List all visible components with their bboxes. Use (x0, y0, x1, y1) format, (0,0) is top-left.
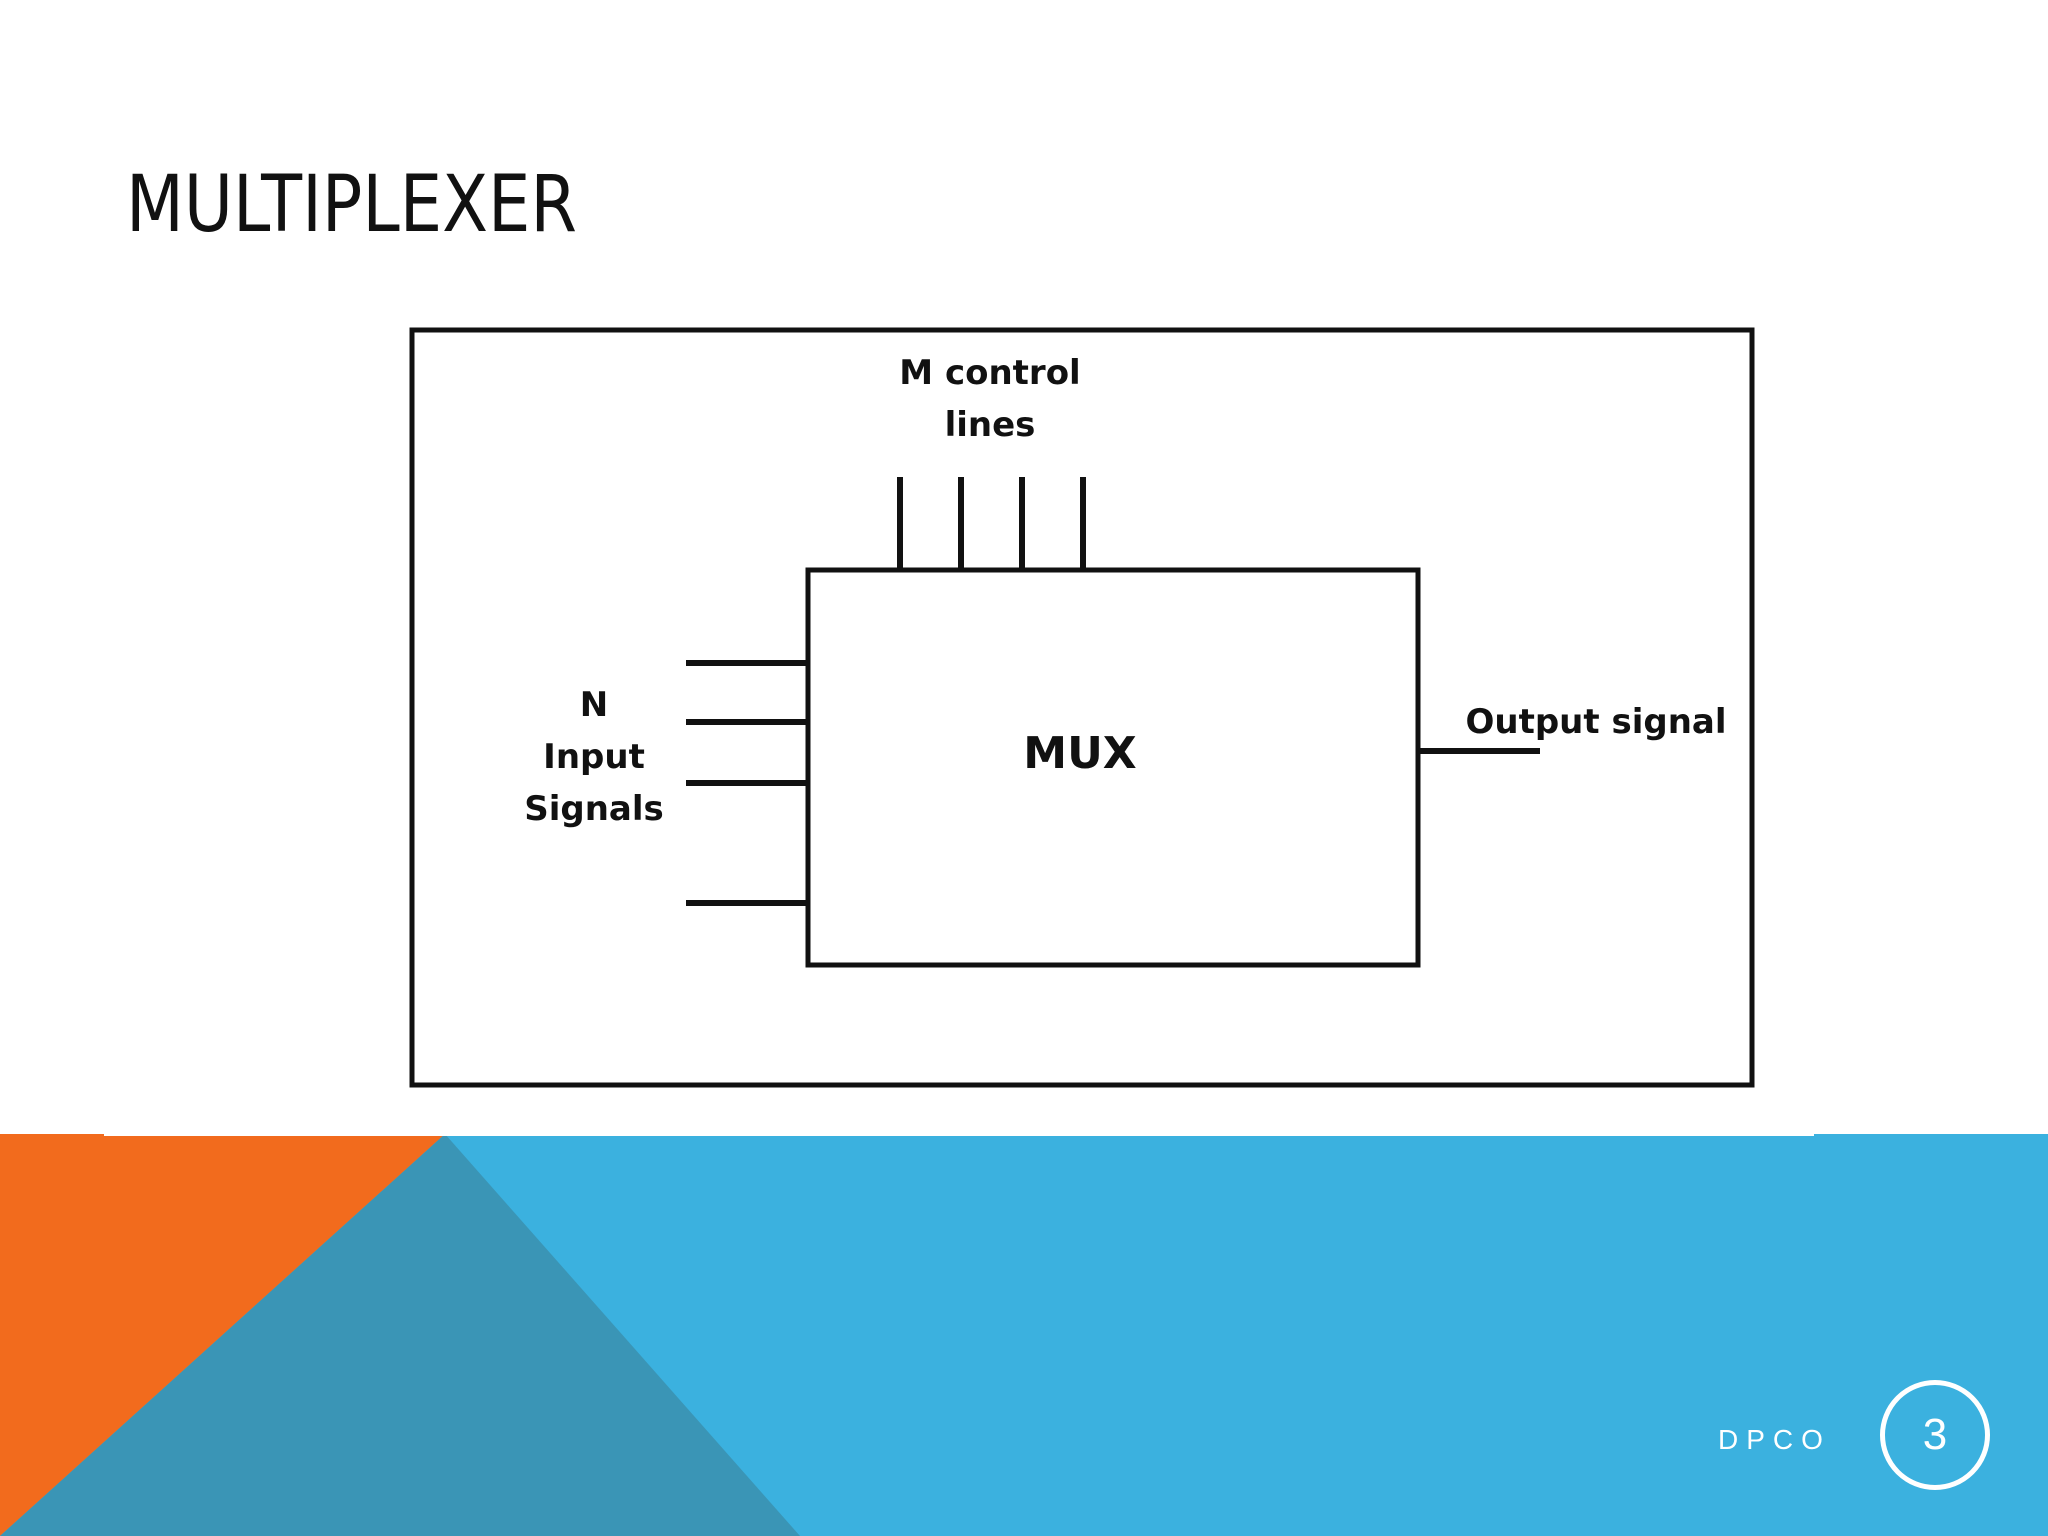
output-label: Output signal (1465, 702, 1726, 742)
input-label-line1: N (580, 685, 608, 725)
footer-label: DPCO (1718, 1424, 1831, 1455)
mux-box (805, 567, 1421, 968)
input-label-line2: Input (543, 737, 645, 777)
diagram-frame (409, 327, 1755, 1088)
input-label-line3: Signals (524, 789, 664, 829)
mux-label: MUX (1023, 728, 1137, 779)
diagram-image-background (104, 318, 1814, 1136)
slide-title: MULTIPLEXER (126, 160, 578, 250)
control-label-line1: M control (899, 353, 1080, 393)
page-number-badge: 3 (1880, 1380, 1990, 1490)
page-number: 3 (1922, 1410, 1948, 1459)
teal-triangle (0, 1134, 800, 1536)
control-label-line2: lines (945, 405, 1036, 445)
